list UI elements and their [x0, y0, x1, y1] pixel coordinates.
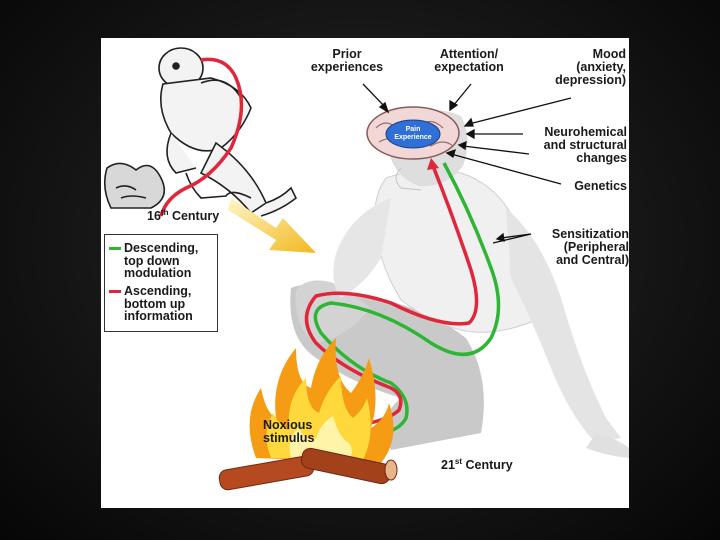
- label-neurochemical: Neurohemical and structural changes: [543, 125, 627, 165]
- legend-text-descending: Descending, top down modulation: [124, 241, 199, 280]
- legend: Descending, top down modulation Ascendin…: [104, 234, 218, 332]
- diagram-panel: Prior experiences Attention/ expectation…: [101, 38, 629, 508]
- descending-path: [313, 162, 501, 440]
- figure-21st-century-icon: [290, 106, 629, 458]
- transition-arrow-icon: [228, 198, 316, 253]
- ascending-path-16th: [159, 57, 244, 217]
- diagram-art: [103, 47, 629, 491]
- legend-swatch-red: [109, 290, 121, 293]
- label-noxious-stimulus: Noxious stimulus: [263, 418, 315, 445]
- label-arrows: [362, 83, 572, 244]
- label-16th-century: 16th Century: [147, 207, 220, 223]
- label-sensitization: Sensitization (Peripheral and Central): [551, 227, 629, 267]
- legend-text-ascending: Ascending, bottom up information: [124, 284, 193, 323]
- figure-16th-century-icon: [103, 47, 298, 217]
- legend-swatch-green: [109, 247, 121, 250]
- label-genetics: Genetics: [574, 179, 627, 193]
- ascending-path: [304, 165, 479, 430]
- label-mood: Mood (anxiety, depression): [555, 47, 626, 87]
- fire-icon: [218, 338, 398, 491]
- label-pain-experience: Pain Experience: [394, 126, 432, 141]
- label-prior-experiences: Prior experiences: [310, 47, 384, 74]
- label-attention-expectation: Attention/ expectation: [434, 47, 504, 74]
- label-21st-century: 21st Century: [441, 456, 513, 472]
